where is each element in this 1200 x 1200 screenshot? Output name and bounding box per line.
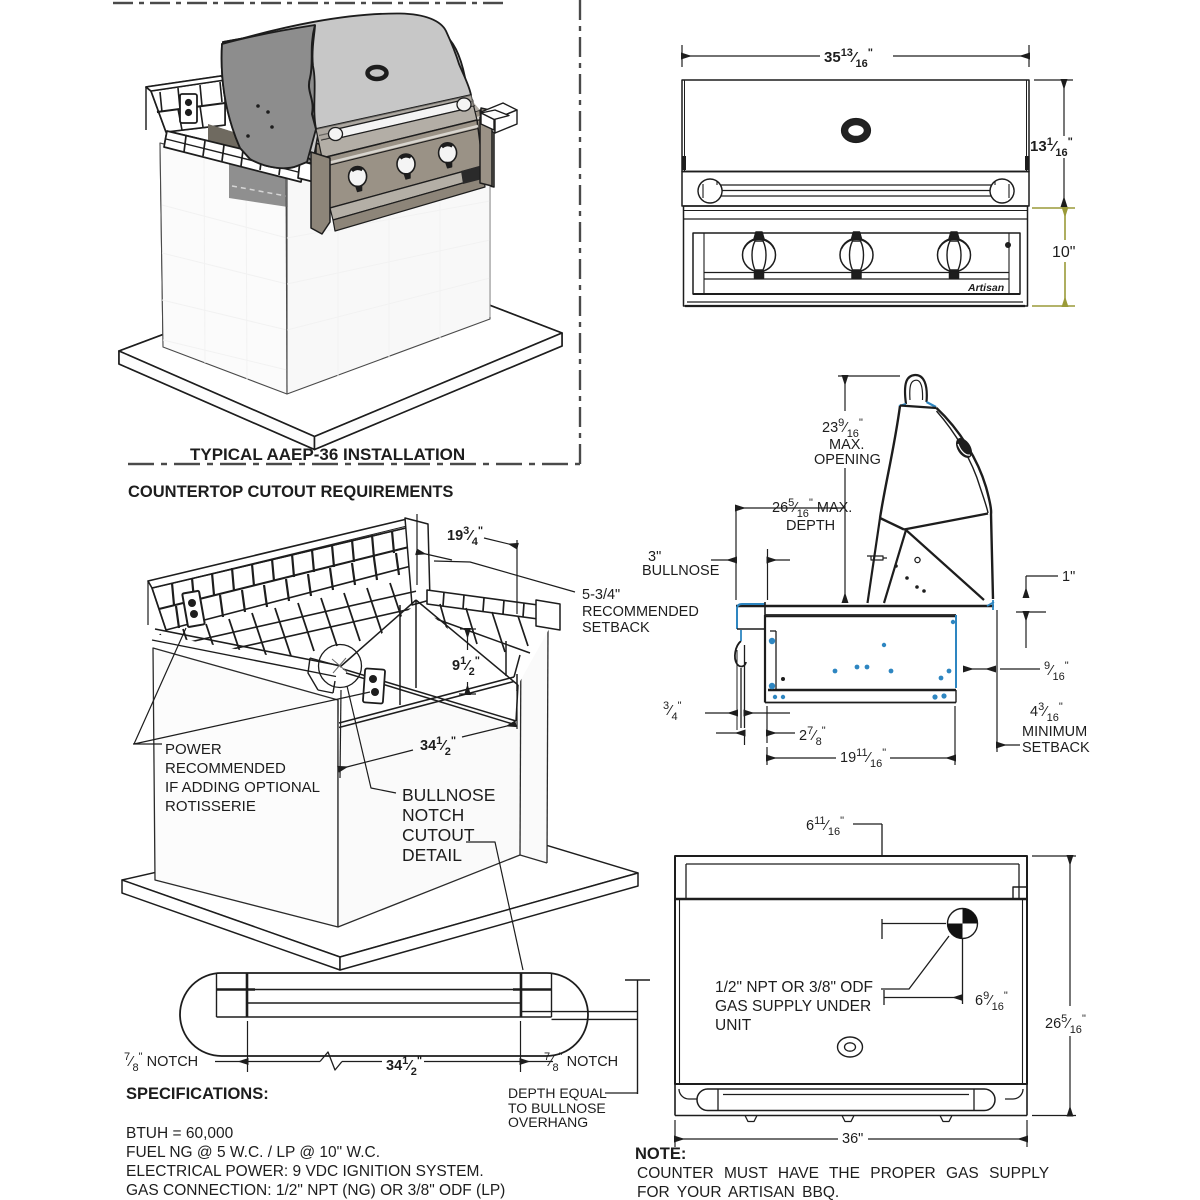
svg-text:7⁄8" NOTCH: 7⁄8" NOTCH (544, 1051, 618, 1074)
svg-text:10": 10" (1052, 244, 1075, 261)
svg-text:TO BULLNOSE: TO BULLNOSE (508, 1100, 606, 1116)
svg-text:TYPICAL AAEP-36 INSTALLATION: TYPICAL AAEP-36 INSTALLATION (190, 445, 465, 464)
svg-text:3": 3" (648, 549, 661, 565)
svg-text:Artisan: Artisan (967, 282, 1004, 294)
svg-text:BULLNOSE: BULLNOSE (402, 785, 495, 805)
svg-text:FOR YOUR ARTISAN BBQ.: FOR YOUR ARTISAN BBQ. (637, 1184, 839, 1200)
svg-text:3⁄4": 3⁄4" (663, 700, 682, 723)
svg-text:SETBACK: SETBACK (582, 620, 650, 636)
svg-text:RECOMMENDED: RECOMMENDED (165, 760, 286, 777)
svg-text:SETBACK: SETBACK (1022, 740, 1090, 756)
svg-text:7⁄8" NOTCH: 7⁄8" NOTCH (124, 1051, 198, 1074)
svg-text:UNIT: UNIT (715, 1017, 752, 1034)
svg-text:9⁄16": 9⁄16" (1044, 660, 1069, 683)
svg-text:MINIMUM: MINIMUM (1022, 724, 1087, 740)
svg-text:36": 36" (842, 1131, 863, 1147)
svg-text:ROTISSERIE: ROTISSERIE (165, 798, 256, 815)
svg-text:RECOMMENDED: RECOMMENDED (582, 604, 699, 620)
svg-text:BTUH = 60,000: BTUH = 60,000 (126, 1125, 234, 1142)
svg-text:BULLNOSE: BULLNOSE (642, 563, 720, 579)
svg-text:DEPTH: DEPTH (786, 518, 835, 534)
svg-text:GAS CONNECTION: 1/2" NPT (NG): GAS CONNECTION: 1/2" NPT (NG) OR 3/8" OD… (126, 1182, 505, 1199)
svg-text:COUNTERTOP CUTOUT REQUIREMENTS: COUNTERTOP CUTOUT REQUIREMENTS (128, 483, 453, 501)
svg-text:POWER: POWER (165, 741, 222, 758)
svg-text:DEPTH EQUAL: DEPTH EQUAL (508, 1085, 607, 1101)
svg-text:CUTOUT: CUTOUT (402, 825, 475, 845)
svg-text:DETAIL: DETAIL (402, 845, 462, 865)
svg-text:OPENING: OPENING (814, 452, 881, 468)
svg-text:265⁄16": 265⁄16" (1045, 1013, 1086, 1036)
svg-text:1/2" NPT OR 3/8" ODF: 1/2" NPT OR 3/8" ODF (715, 979, 873, 996)
svg-text:ELECTRICAL POWER: 9 VDC IGNITI: ELECTRICAL POWER: 9 VDC IGNITION SYSTEM. (126, 1163, 484, 1180)
svg-text:COUNTER MUST HAVE THE PROPER G: COUNTER MUST HAVE THE PROPER GAS SUPPLY (637, 1165, 1049, 1182)
svg-text:SPECIFICATIONS:: SPECIFICATIONS: (126, 1085, 269, 1103)
svg-text:OVERHANG: OVERHANG (508, 1114, 588, 1130)
svg-text:1": 1" (1062, 569, 1075, 585)
svg-text:MAX.: MAX. (829, 437, 864, 453)
svg-text:FUEL NG @ 5 W.C. / LP @ 10" W.: FUEL NG @ 5 W.C. / LP @ 10" W.C. (126, 1144, 380, 1161)
svg-text:NOTCH: NOTCH (402, 805, 464, 825)
svg-text:NOTE:: NOTE: (635, 1145, 686, 1163)
svg-text:IF ADDING OPTIONAL: IF ADDING OPTIONAL (165, 779, 320, 796)
svg-text:5-3/4": 5-3/4" (582, 587, 620, 603)
svg-text:GAS SUPPLY UNDER: GAS SUPPLY UNDER (715, 998, 871, 1015)
